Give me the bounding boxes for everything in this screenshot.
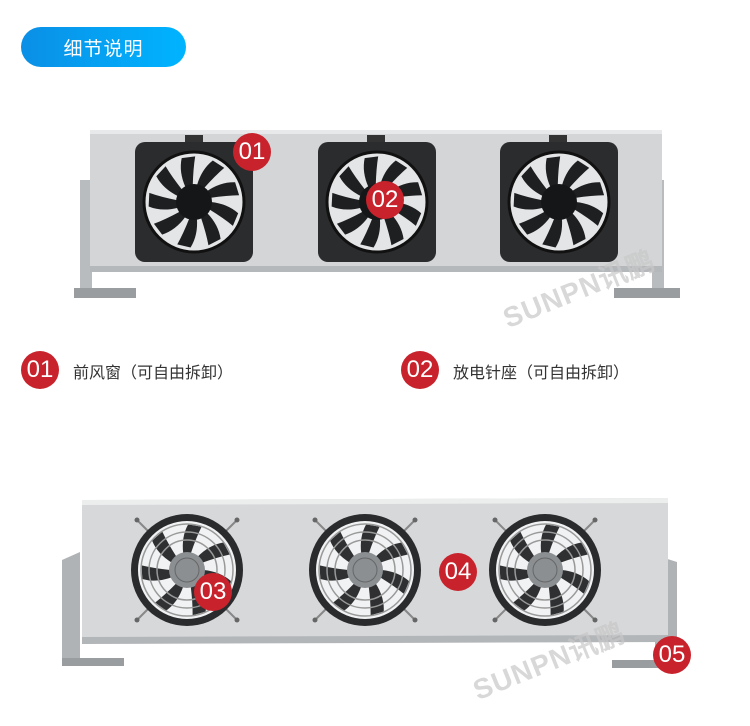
rear-fan — [489, 514, 601, 626]
section-title-badge: 细节说明 — [21, 27, 186, 67]
marker-03: 03 — [194, 573, 232, 611]
marker-04: 04 — [439, 553, 477, 591]
marker-01: 01 — [233, 133, 271, 171]
caption-front-window: 前风窗（可自由拆卸） — [73, 363, 234, 382]
caption-marker-02: 02 — [401, 351, 439, 389]
section-title: 细节说明 — [63, 37, 144, 60]
marker-02: 02 — [366, 181, 404, 219]
front-fan-window — [135, 142, 253, 262]
marker-05: 05 — [653, 636, 691, 674]
caption-marker-01: 01 — [21, 351, 59, 389]
caption-discharge-needle-seat: 放电针座（可自由拆卸） — [453, 363, 630, 382]
bottom-device-back-view — [62, 498, 677, 668]
rear-fan — [131, 514, 243, 626]
rear-fan — [309, 514, 421, 626]
front-fan-window — [500, 142, 618, 262]
